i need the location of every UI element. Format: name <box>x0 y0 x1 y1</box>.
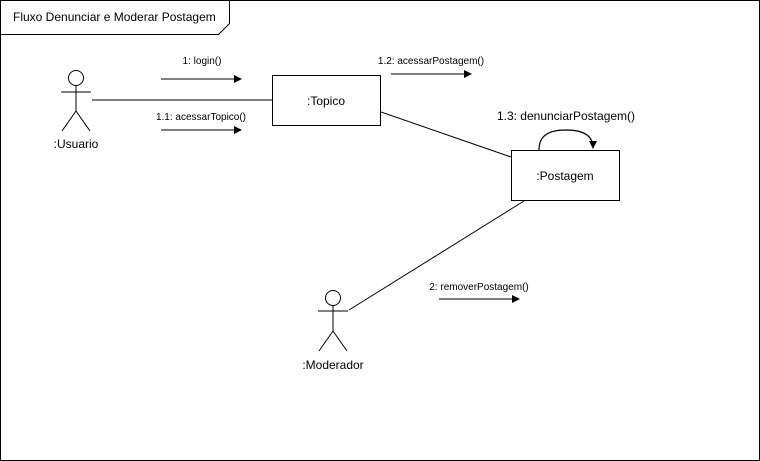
actor-moderador-right-leg <box>332 330 348 352</box>
message-denunciar-postagem: 1.3: denunciarPostagem() <box>497 109 635 151</box>
message-denunciar-postagem-label: 1.3: denunciarPostagem() <box>497 109 635 123</box>
message-remover-postagem-label: 2: removerPostagem() <box>429 282 528 293</box>
actor-usuario-label: :Usuario <box>54 137 99 151</box>
actor-usuario-head <box>68 70 84 86</box>
object-topico: :Topico <box>272 75 381 126</box>
message-login-label: 1: login() <box>183 56 222 67</box>
actor-usuario-left-leg <box>61 110 77 132</box>
actor-usuario: :Usuario <box>54 70 99 151</box>
object-postagem-box <box>511 150 620 201</box>
message-acessar-topico-label: 1.1: acessarTopico() <box>156 112 246 123</box>
object-topico-box <box>272 75 381 126</box>
actor-moderador: :Moderador <box>302 290 364 372</box>
frame-title-tab <box>0 0 230 35</box>
object-topico-label: :Topico <box>307 94 345 108</box>
link-topico-postagem <box>380 111 512 158</box>
frame-title: Fluxo Denunciar e Moderar Postagem <box>13 10 216 24</box>
message-acessar-postagem: 1.2: acessarPostagem() <box>378 56 484 78</box>
actor-moderador-head <box>325 290 341 306</box>
message-acessar-postagem-label: 1.2: acessarPostagem() <box>378 56 484 67</box>
message-login: 1: login() <box>161 56 242 83</box>
actor-moderador-left-leg <box>318 330 334 352</box>
link-postagem-moderador <box>348 200 525 311</box>
message-denunciar-postagem-arrow <box>538 129 597 151</box>
object-postagem: :Postagem <box>511 150 620 201</box>
object-postagem-label: :Postagem <box>536 169 593 183</box>
actor-usuario-right-leg <box>75 110 91 132</box>
actor-moderador-label: :Moderador <box>302 358 363 372</box>
message-remover-postagem: 2: removerPostagem() <box>429 282 529 303</box>
message-acessar-topico: 1.1: acessarTopico() <box>156 112 246 134</box>
